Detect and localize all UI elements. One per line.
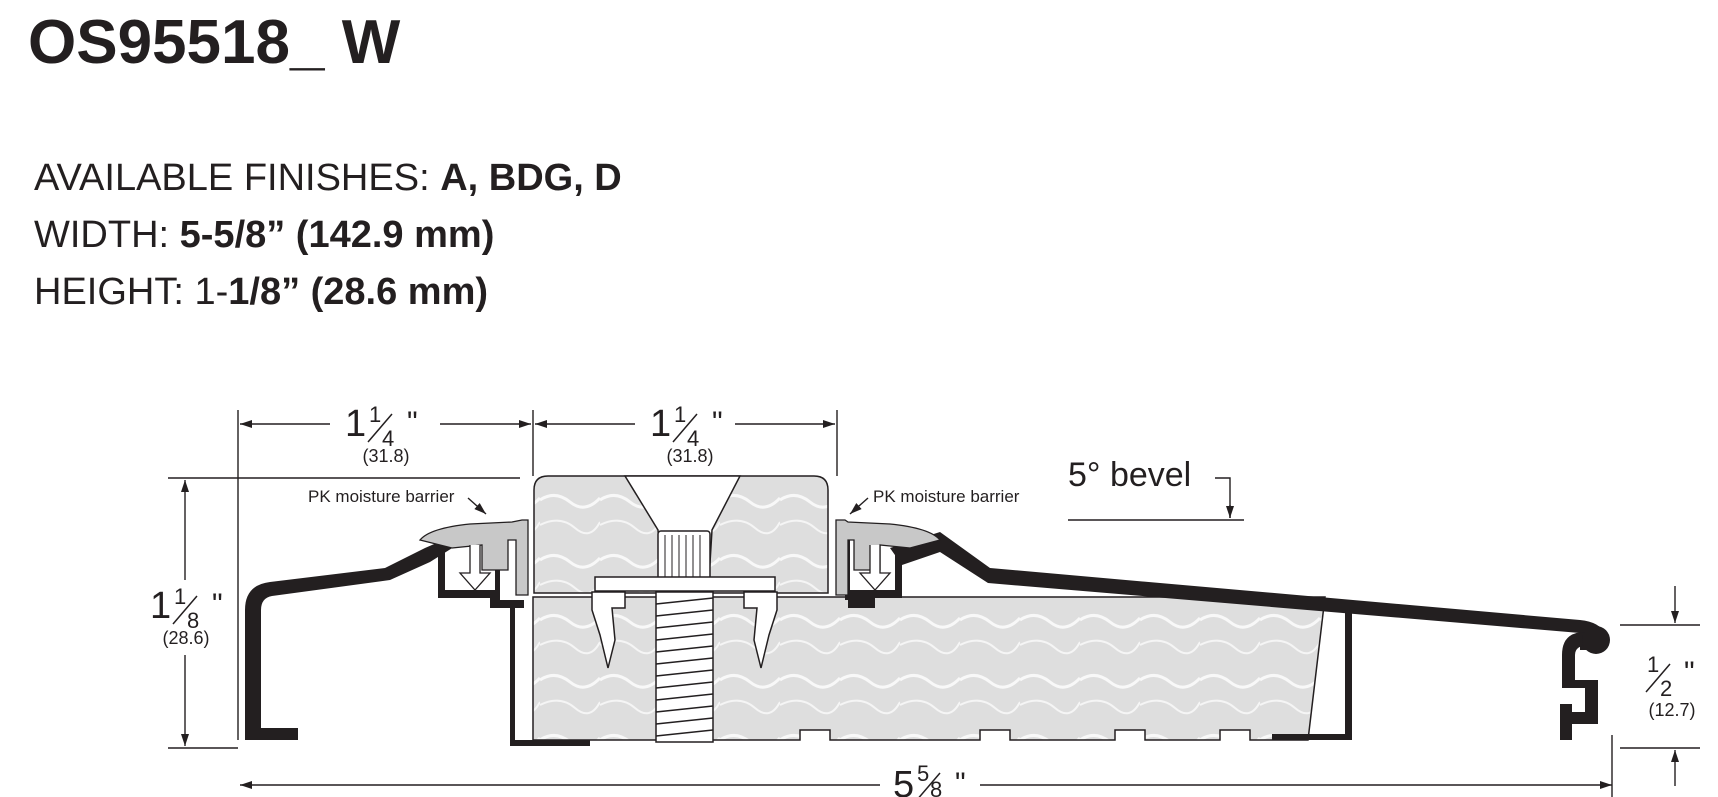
screw-threads <box>655 597 714 737</box>
dim-width-mark: " <box>955 767 966 797</box>
screw-anchor <box>591 591 778 669</box>
svg-text:PK moisture barrier: PK moisture barrier <box>308 487 455 506</box>
bevel-label: 5° bevel <box>1068 456 1191 494</box>
finishes-label: AVAILABLE FINISHES: <box>34 157 430 199</box>
spec-list: AVAILABLE FINISHES: A, BDG, D WIDTH: 5-5… <box>34 150 622 321</box>
aluminum-ramp <box>890 532 1605 650</box>
wood-core-bottom <box>532 596 1326 741</box>
height-value: 1/8” (28.6 mm) <box>228 271 489 313</box>
dim-center-top: 1 1 4 " (31.8) <box>650 402 723 466</box>
dim-height-mark: " <box>212 588 223 621</box>
barrier-left-fin <box>458 545 492 591</box>
finishes-value: A, BDG, D <box>440 157 622 199</box>
aluminum-profile-right <box>845 540 902 608</box>
dim-left-top-den: 4 <box>382 426 394 451</box>
dim-center-top-num: 1 <box>674 402 686 427</box>
dim-left-top-whole: 1 <box>345 403 366 445</box>
barrier-right-label: PK moisture barrier <box>873 487 1020 506</box>
dim-width-whole: 5 <box>893 764 914 797</box>
dim-width-num: 5 <box>917 761 929 786</box>
barrier-right-text: moisture barrier <box>896 487 1020 506</box>
width-value: 5-5/8” (142.9 mm) <box>179 214 495 256</box>
barrier-left-brand: PK <box>308 487 331 506</box>
dim-width: 5 5 8 " <box>893 761 966 797</box>
spec-height: HEIGHT: 1-1/8” (28.6 mm) <box>34 264 622 321</box>
dim-center-top-metric: (31.8) <box>666 446 713 466</box>
screw-shaft <box>655 591 714 743</box>
screw-washer <box>594 576 776 592</box>
moisture-barrier-right <box>835 519 942 596</box>
height-label: HEIGHT: 1- <box>34 271 229 313</box>
svg-text:PK moisture barrier: PK moisture barrier <box>873 487 1020 506</box>
dim-height: 1 1 8 " (28.6) <box>150 584 223 648</box>
aluminum-nose-bead <box>1582 626 1610 654</box>
dim-height-den: 8 <box>187 608 199 633</box>
dim-left-top: 1 1 4 " (31.8) <box>345 402 418 466</box>
dim-height-num: 1 <box>174 584 186 609</box>
dim-nose-metric: (12.7) <box>1648 700 1695 720</box>
dim-width-den: 8 <box>930 777 942 797</box>
dim-height-whole: 1 <box>150 585 171 627</box>
dim-left-top-mark: " <box>407 406 418 439</box>
dim-nose-num: 1 <box>1647 652 1659 677</box>
dim-nose: 1 2 " (12.7) <box>1645 652 1696 720</box>
dim-center-top-mark: " <box>712 406 723 439</box>
dim-center-top-whole: 1 <box>650 403 671 445</box>
spec-width: WIDTH: 5-5/8” (142.9 mm) <box>34 207 622 264</box>
aluminum-nose <box>1560 632 1598 740</box>
barrier-right-fin <box>858 545 892 591</box>
dim-nose-den: 2 <box>1660 676 1672 701</box>
dim-left-top-metric: (31.8) <box>362 446 409 466</box>
barrier-right-brand: PK <box>873 487 896 506</box>
aluminum-profile <box>245 535 465 740</box>
aluminum-profile-left-well <box>438 540 590 746</box>
moisture-barrier-left <box>418 519 529 596</box>
product-code-title: OS95518_ W <box>28 8 401 77</box>
dim-left-top-num: 1 <box>369 402 381 427</box>
spec-finishes: AVAILABLE FINISHES: A, BDG, D <box>34 150 622 207</box>
dim-height-metric: (28.6) <box>162 628 209 648</box>
width-label: WIDTH: <box>34 214 170 256</box>
dim-nose-mark: " <box>1684 656 1695 689</box>
barrier-left-label: PK moisture barrier <box>308 487 455 506</box>
dimension-lines <box>168 410 1700 797</box>
dim-center-top-den: 4 <box>687 426 699 451</box>
barrier-left-text: moisture barrier <box>331 487 455 506</box>
